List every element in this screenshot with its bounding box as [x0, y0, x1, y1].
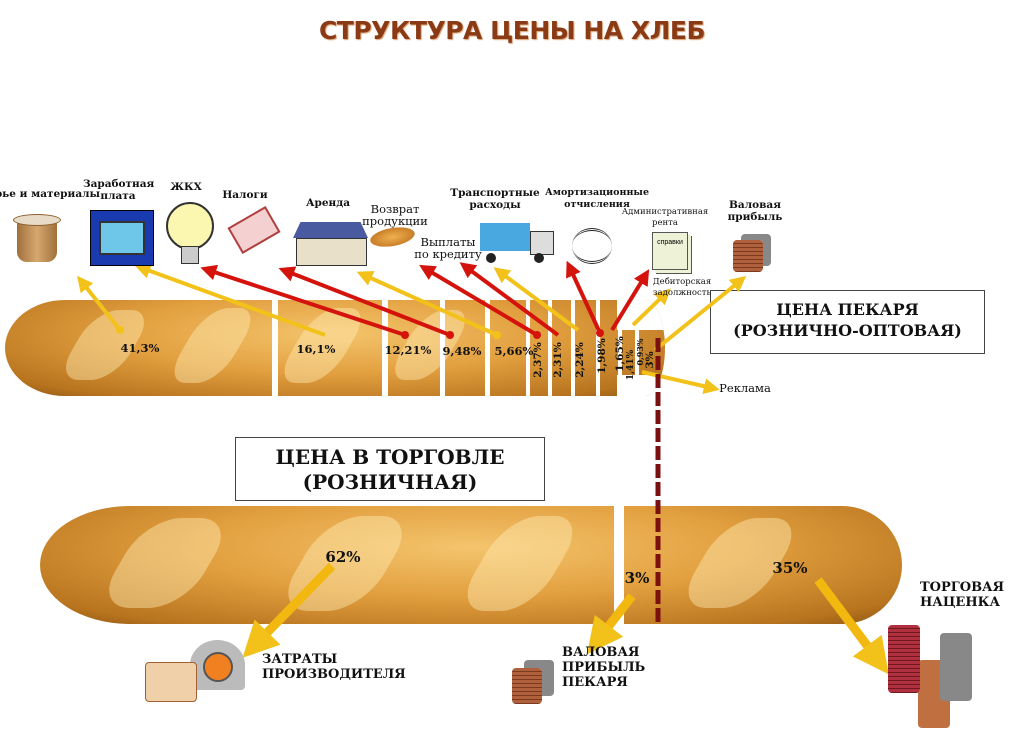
spring-icon	[572, 228, 612, 264]
house-icon	[293, 222, 368, 267]
arrow-gross-profit	[653, 275, 747, 352]
percent-admin-rent: 1,65%	[614, 336, 626, 372]
arrow-utilities-dot	[401, 331, 409, 339]
truck-icon	[480, 223, 554, 265]
label-taxes: Налоги	[222, 189, 268, 201]
arrow-raw-materials-dot	[116, 326, 124, 334]
flour-pot-icon	[13, 214, 61, 262]
label-admin-rent: Административная рента	[621, 207, 709, 228]
retail-price-subtitle: (РОЗНИЧНАЯ)	[302, 470, 478, 494]
arrow-taxes	[278, 266, 451, 337]
baker-profit-line2: ПРИБЫЛЬ	[562, 660, 646, 675]
cash-register-icon	[90, 210, 154, 266]
retail-price-loaf	[40, 506, 902, 624]
baker-price-subtitle: (РОЗНИЧНО-ОПТОВАЯ)	[733, 321, 962, 340]
arrow-loan	[419, 264, 539, 337]
light-bulb-icon	[166, 202, 214, 264]
label-depreciation: Амортизационные отчисления	[545, 187, 649, 210]
page-title: СТРУКТУРА ЦЕНЫ НА ХЛЕБ	[318, 16, 706, 45]
retail-price-title: ЦЕНА В ТОРГОВЛЕ	[275, 445, 505, 469]
percent-loan: 2,31%	[552, 342, 564, 378]
arrow-admin-rent	[610, 269, 650, 332]
percent-returns: 2,37%	[532, 342, 544, 378]
label-utilities: ЖКХ	[170, 181, 202, 193]
arrow-salary	[134, 263, 326, 337]
markup-coins-icon	[888, 625, 920, 693]
arrow-producer-costs	[242, 562, 336, 658]
baker-price-box: ЦЕНА ПЕКАРЯ (РОЗНИЧНО-ОПТОВАЯ)	[710, 290, 985, 354]
label-advertising: Реклама	[719, 381, 771, 395]
label-rent: Аренда	[305, 197, 351, 209]
percent-transport: 2,24%	[574, 342, 586, 378]
label-raw-materials: Сырье и материалы	[0, 188, 101, 200]
retail-price-box: ЦЕНА В ТОРГОВЛЕ (РОЗНИЧНАЯ)	[235, 437, 545, 501]
percent-producer-costs: 62%	[325, 548, 361, 566]
percent-baker-profit: 3%	[624, 569, 650, 587]
arrow-transport-red	[459, 262, 560, 337]
label-loan: Выплаты по кредиту	[414, 235, 482, 261]
arrow-rent	[356, 270, 498, 337]
retail-markup-line2: НАЦЕНКА	[920, 595, 1001, 610]
producer-costs-line1: ЗАТРАТЫ	[262, 652, 338, 667]
baker-coins-icon	[512, 668, 542, 704]
baker-profit-line1: ВАЛОВАЯ	[562, 645, 640, 660]
percent-rent: 5,66%	[494, 344, 534, 358]
producer-costs-line2: ПРОИЗВОДИТЕЛЯ	[262, 667, 406, 682]
arrow-loan-dot	[533, 331, 541, 339]
arrow-transport	[493, 267, 580, 332]
label-returns: Возврат продукции	[362, 202, 428, 228]
coins-icon	[733, 240, 763, 272]
percent-gross-profit: 3%	[644, 351, 656, 369]
arrow-utilities	[200, 264, 406, 337]
label-salary: Заработная плата	[83, 178, 155, 202]
oven-baker-icon	[145, 640, 250, 702]
arrow-baker-profit	[586, 593, 636, 655]
percent-raw-materials: 41,3%	[120, 341, 160, 355]
arrow-depreciation	[566, 260, 602, 334]
arrow-taxes-dot	[446, 331, 454, 339]
label-gross-profit: Валовая прибыль	[727, 199, 783, 223]
baker-profit-line3: ПЕКАРЯ	[562, 675, 628, 690]
documents-icon-text: справки	[657, 239, 683, 246]
baker-price-title: ЦЕНА ПЕКАРЯ	[776, 300, 919, 319]
percent-salary: 16,1%	[296, 342, 336, 356]
arrow-raw-materials	[77, 275, 122, 332]
arrow-rent-dot	[493, 331, 501, 339]
documents-icon: справки	[652, 232, 688, 270]
arrow-advertising	[641, 370, 720, 395]
percent-utilities: 12,21%	[384, 343, 432, 357]
label-receivables: Дебиторская задолжность	[652, 277, 712, 298]
label-transport: Транспортные расходы	[450, 187, 540, 211]
arrow-retail-markup	[814, 577, 889, 675]
arrow-receivables	[631, 288, 671, 327]
arrow-depreciation-dot	[596, 329, 604, 337]
baker-price-loaf	[5, 300, 665, 396]
percent-retail-markup: 35%	[772, 559, 808, 577]
percent-depreciation: 1,98%	[596, 338, 608, 374]
retail-markup-line1: ТОРГОВАЯ	[920, 580, 1005, 595]
percent-taxes: 9,48%	[442, 344, 482, 358]
